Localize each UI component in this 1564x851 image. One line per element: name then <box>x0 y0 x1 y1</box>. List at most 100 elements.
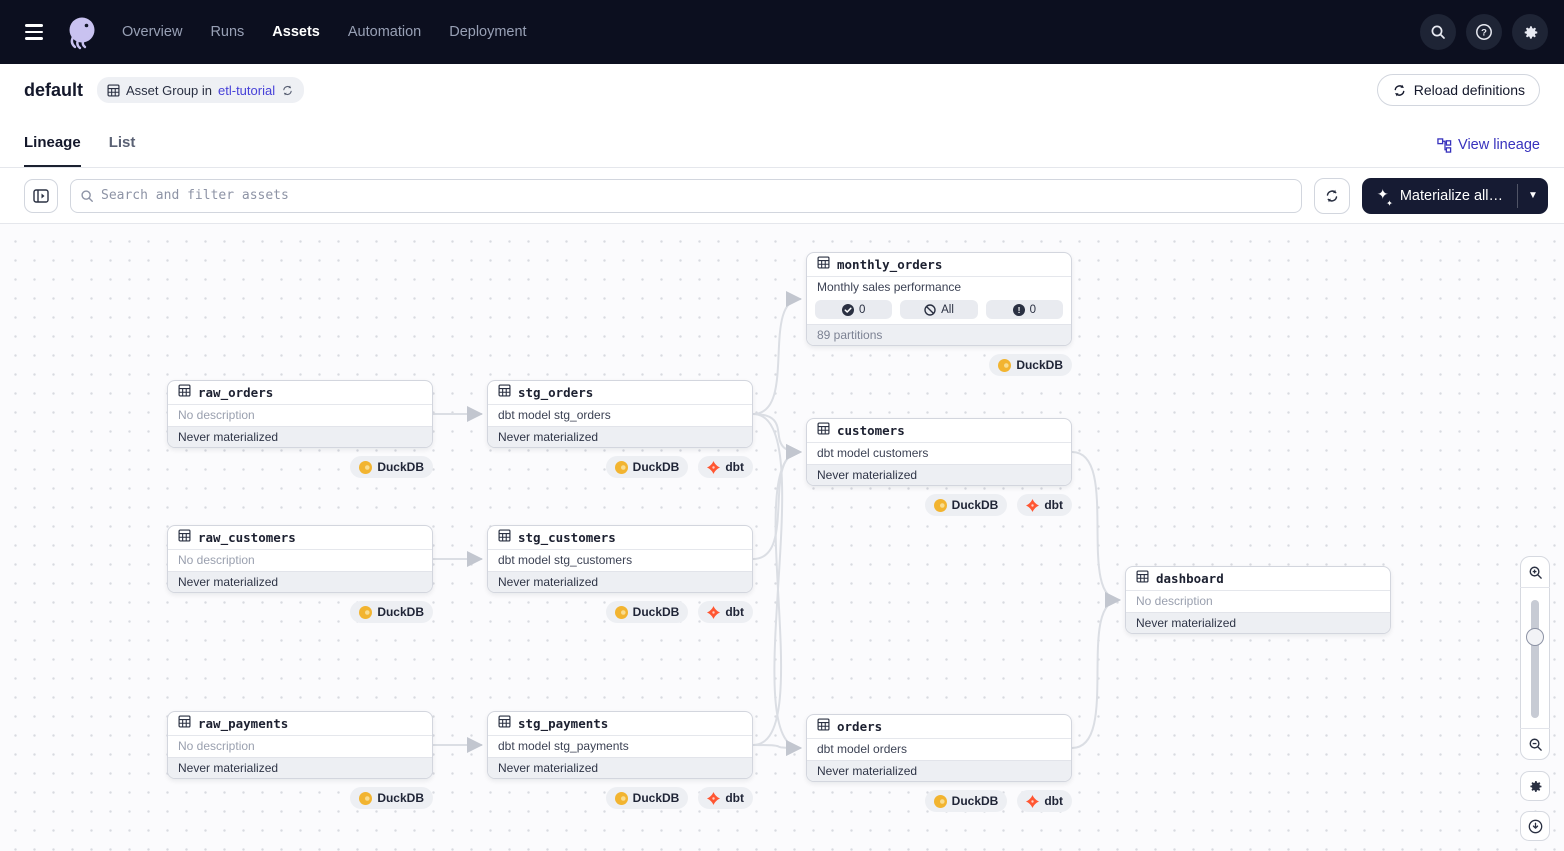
partition-badge-alert-circle: !0 <box>985 300 1063 319</box>
asset-status: Never materialized <box>488 757 752 778</box>
asset-status: Never materialized <box>807 760 1071 781</box>
hamburger-menu-icon[interactable] <box>16 14 52 50</box>
sidebar-toggle-button[interactable] <box>24 178 58 213</box>
asset-tags-stg_orders: DuckDB dbt <box>487 456 753 478</box>
nav-link-deployment[interactable]: Deployment <box>449 24 527 40</box>
tab-lineage[interactable]: Lineage <box>24 134 81 167</box>
duckdb-tag[interactable]: DuckDB <box>605 787 689 809</box>
asset-name: raw_payments <box>198 716 289 731</box>
duckdb-tag[interactable]: DuckDB <box>350 456 433 478</box>
search-input-icon <box>81 189 93 202</box>
help-icon[interactable]: ? <box>1466 14 1502 50</box>
duckdb-tag[interactable]: DuckDB <box>350 787 433 809</box>
tabs-row: Lineage List View lineage <box>0 116 1564 168</box>
nav-links: Overview Runs Assets Automation Deployment <box>122 24 527 40</box>
asset-node-stg_customers[interactable]: stg_customers dbt model stg_customers Ne… <box>487 525 753 593</box>
dbt-tag[interactable]: dbt <box>1017 494 1072 516</box>
duckdb-tag[interactable]: DuckDB <box>924 790 1008 812</box>
page-title: default <box>24 79 84 100</box>
asset-name: stg_customers <box>518 530 616 545</box>
code-location-link[interactable]: etl-tutorial <box>218 82 276 98</box>
asset-tags-monthly_orders: DuckDB <box>806 354 1072 376</box>
lineage-canvas[interactable]: monthly_orders Monthly sales performance… <box>0 224 1564 851</box>
table-icon <box>178 714 191 733</box>
asset-description: No description <box>1136 594 1213 608</box>
dbt-tag[interactable]: dbt <box>1017 790 1072 812</box>
nav-link-overview[interactable]: Overview <box>122 24 183 40</box>
zoom-out-button[interactable] <box>1520 729 1550 759</box>
duckdb-tag[interactable]: DuckDB <box>605 456 689 478</box>
asset-name: orders <box>837 719 883 734</box>
nav-link-assets[interactable]: Assets <box>272 24 320 40</box>
asset-node-raw_customers[interactable]: raw_customers No description Never mater… <box>167 525 433 593</box>
duckdb-tag[interactable]: DuckDB <box>924 494 1008 516</box>
dagster-logo[interactable] <box>60 10 104 54</box>
dbt-tag[interactable]: dbt <box>698 787 753 809</box>
asset-tags-raw_orders: DuckDB <box>167 456 433 478</box>
asset-tags-orders: DuckDB dbt <box>806 790 1072 812</box>
asset-description: Monthly sales performance <box>817 280 962 294</box>
duckdb-tag[interactable]: DuckDB <box>605 601 689 623</box>
asset-group-badge: Asset Group in etl-tutorial <box>97 77 305 103</box>
dbt-tag[interactable]: dbt <box>698 456 753 478</box>
asset-node-orders[interactable]: orders dbt model orders Never materializ… <box>806 714 1072 782</box>
refresh-graph-button[interactable] <box>1313 177 1350 214</box>
asset-node-header: stg_orders <box>488 381 752 405</box>
zoom-slider-knob[interactable] <box>1526 628 1544 646</box>
top-nav: Overview Runs Assets Automation Deployment ? <box>0 0 1564 64</box>
nav-link-runs[interactable]: Runs <box>210 24 245 40</box>
download-image-button[interactable] <box>1520 811 1550 841</box>
graph-settings-button[interactable] <box>1520 771 1550 801</box>
edge-stg_orders-to-monthly_orders <box>752 291 802 415</box>
search-input[interactable] <box>70 178 1302 213</box>
asset-node-header: customers <box>807 419 1071 443</box>
materialize-dropdown-caret[interactable]: ▼ <box>1528 190 1538 201</box>
asset-status: 89 partitions <box>807 324 1071 345</box>
duckdb-tag[interactable]: DuckDB <box>350 601 433 623</box>
tab-list[interactable]: List <box>108 134 136 151</box>
asset-name: stg_payments <box>518 716 609 731</box>
badge-prefix: Asset Group in <box>126 82 213 98</box>
zoom-slider[interactable] <box>1520 587 1550 729</box>
svg-text:?: ? <box>1481 27 1487 38</box>
zoom-in-button[interactable] <box>1520 557 1550 587</box>
table-icon <box>107 83 120 97</box>
asset-node-stg_payments[interactable]: stg_payments dbt model stg_payments Neve… <box>487 711 753 779</box>
asset-node-header: orders <box>807 715 1071 739</box>
reload-definitions-button[interactable]: Reload definitions <box>1376 74 1540 106</box>
asset-name: raw_orders <box>198 385 274 400</box>
asset-node-header: raw_payments <box>168 712 432 736</box>
view-lineage-link[interactable]: View lineage <box>1437 137 1540 167</box>
lineage-toolbar: ✦✦ Materialize all… ▼ <box>0 168 1564 224</box>
asset-status: Never materialized <box>807 464 1071 485</box>
edge-stg_orders-to-customers <box>752 413 802 460</box>
duckdb-tag[interactable]: DuckDB <box>989 354 1072 376</box>
asset-status: Never materialized <box>488 426 752 447</box>
asset-node-dashboard[interactable]: dashboard No description Never materiali… <box>1125 566 1391 634</box>
zoom-slider-track[interactable] <box>1531 600 1539 718</box>
table-icon <box>817 421 830 440</box>
nav-link-automation[interactable]: Automation <box>347 24 422 40</box>
asset-description: dbt model stg_orders <box>498 408 611 422</box>
search-icon[interactable] <box>1420 14 1456 50</box>
refresh-icon[interactable] <box>281 84 294 97</box>
table-icon <box>498 714 511 733</box>
reload-definitions-label: Reload definitions <box>1413 82 1525 98</box>
asset-description: No description <box>178 408 255 422</box>
asset-node-raw_payments[interactable]: raw_payments No description Never materi… <box>167 711 433 779</box>
asset-node-header: stg_payments <box>488 712 752 736</box>
asset-node-stg_orders[interactable]: stg_orders dbt model stg_orders Never ma… <box>487 380 753 448</box>
asset-description: dbt model stg_customers <box>498 553 633 567</box>
asset-node-monthly_orders[interactable]: monthly_orders Monthly sales performance… <box>806 252 1072 346</box>
asset-status: Never materialized <box>488 571 752 592</box>
gear-icon[interactable] <box>1512 14 1548 50</box>
asset-description: dbt model orders <box>817 742 908 756</box>
asset-status: Never materialized <box>168 571 432 592</box>
asset-node-raw_orders[interactable]: raw_orders No description Never material… <box>167 380 433 448</box>
settings-gear-icon <box>1529 780 1541 792</box>
table-icon <box>498 383 511 402</box>
dbt-tag[interactable]: dbt <box>698 601 753 623</box>
materialize-all-button[interactable]: ✦✦ Materialize all… <box>1362 178 1517 214</box>
asset-node-customers[interactable]: customers dbt model customers Never mate… <box>806 418 1072 486</box>
